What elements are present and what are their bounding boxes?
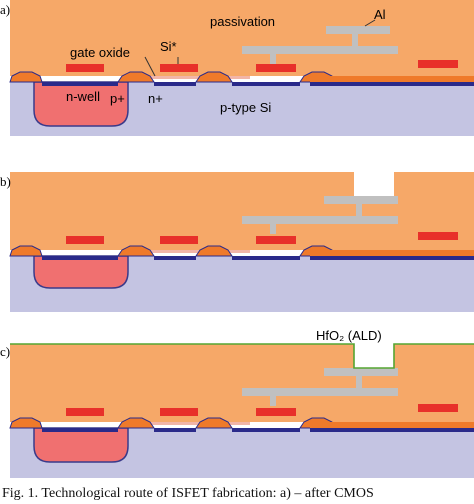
contact-pad: [66, 408, 104, 416]
diffusion-region: [310, 256, 474, 260]
p-plus-diffusion: [42, 82, 118, 86]
metal-via: [270, 224, 276, 234]
contact-pad: [256, 408, 296, 416]
metal-via: [356, 376, 362, 388]
label-hfo2: HfO₂ (ALD): [316, 328, 382, 343]
passivation-layer: [10, 0, 474, 76]
metal-lower: [242, 46, 398, 54]
metal-via: [270, 54, 276, 64]
p-plus-diffusion: [42, 256, 118, 260]
si-star-pad: [160, 64, 198, 72]
contact-pad: [66, 64, 104, 72]
metal-lower: [242, 388, 398, 396]
n-well: [33, 81, 129, 127]
passivation-layer: [10, 172, 474, 250]
panel-label-a: a): [0, 2, 10, 17]
metal-upper: [324, 196, 398, 204]
n-plus-diffusion: [154, 256, 196, 260]
si-star-pad: [160, 236, 198, 244]
n-plus-diffusion: [154, 82, 196, 86]
contact-pad: [418, 404, 458, 412]
diffusion-region: [310, 82, 474, 86]
panel-a: a) passivation Al gate oxide Si* n-well …: [0, 0, 474, 136]
label-p-type-si: p-type Si: [220, 100, 271, 115]
contact-pad: [256, 64, 296, 72]
n-well: [33, 255, 129, 289]
p-plus-diffusion: [42, 428, 118, 432]
field-oxide-long: [310, 76, 474, 82]
hfo2-film: [10, 343, 474, 369]
metal-upper: [324, 368, 398, 376]
contact-pad: [256, 236, 296, 244]
n-plus-diffusion: [154, 428, 196, 432]
label-n-well: n-well: [66, 89, 100, 104]
label-passivation: passivation: [210, 14, 275, 29]
figure-caption: Fig. 1. Technological route of ISFET fab…: [2, 486, 374, 501]
metal-via: [270, 396, 276, 406]
si-star-pad: [160, 408, 198, 416]
field-oxide-long: [310, 422, 474, 428]
n-well: [33, 427, 129, 463]
contact-pad: [418, 232, 458, 240]
contact-pad: [66, 236, 104, 244]
pointer-line: [144, 56, 156, 77]
diffusion-region: [232, 256, 300, 260]
diffusion-region: [310, 428, 474, 432]
panel-label-b: b): [0, 174, 11, 189]
diffusion-region: [232, 82, 300, 86]
field-oxide-long: [310, 250, 474, 256]
label-n-plus: n+: [148, 91, 163, 106]
contact-pad: [418, 60, 458, 68]
metal-upper: [326, 26, 390, 34]
label-p-plus: p+: [110, 91, 125, 106]
label-gate-oxide: gate oxide: [70, 45, 130, 60]
panel-b: b): [0, 172, 474, 312]
diffusion-region: [232, 428, 300, 432]
label-si-star: Si*: [160, 39, 177, 54]
passivation-layer: [10, 344, 474, 422]
metal-lower: [242, 216, 398, 224]
metal-via: [352, 34, 358, 46]
metal-via: [356, 204, 362, 216]
panel-c: c) HfO₂ (ALD): [0, 328, 474, 478]
panel-label-c: c): [0, 344, 10, 359]
pointer-line: [364, 19, 376, 27]
label-al: Al: [374, 7, 386, 22]
